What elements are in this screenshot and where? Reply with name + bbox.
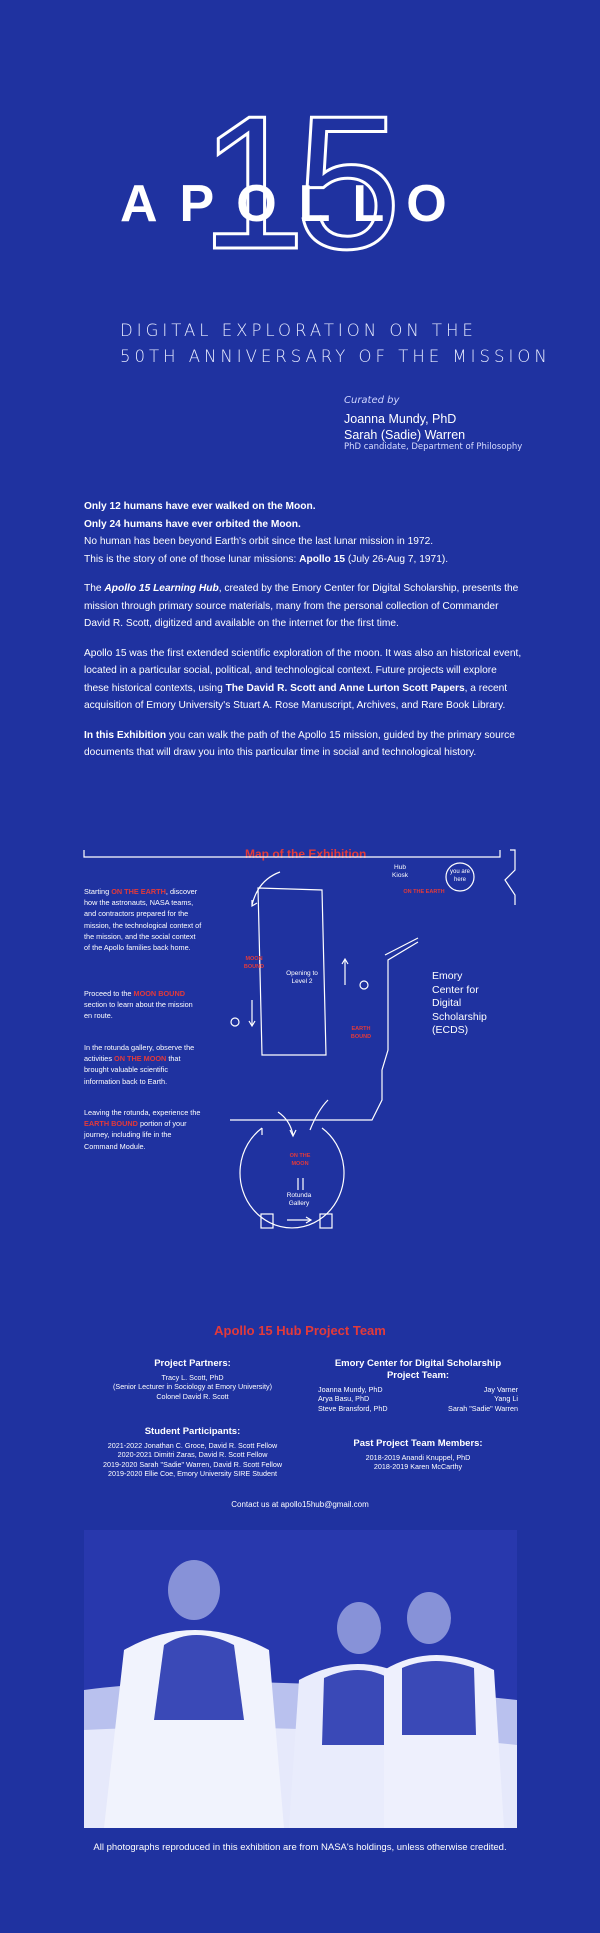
curator-credits: Curated by Joanna Mundy, PhD Sarah (Sadi… <box>344 395 522 452</box>
map-description: Proceed to the MOON BOUND section to lea… <box>84 989 193 1021</box>
intro-emphasis: Apollo 15 <box>299 553 346 565</box>
intro-line: (July 26-Aug 7, 1971). <box>345 553 449 565</box>
subtitle-line2: 50th Anniversary of the Mission <box>120 347 551 366</box>
hub-name: Apollo 15 Learning Hub <box>104 583 219 594</box>
exhibition-emphasis: In this Exhibition <box>84 729 167 741</box>
map-description: Starting ON THE EARTH, discover how the … <box>84 887 202 953</box>
rotunda-label: Rotunda Gallery <box>286 1192 312 1207</box>
subtitle-line1: Digital Exploration on the <box>120 321 477 340</box>
you-are-here-marker <box>445 862 475 892</box>
contact-line: Contact us at apollo15hub@gmail.com <box>231 1500 369 1509</box>
project-partners: Project Partners: Tracy L. Scott, PhD (S… <box>113 1358 272 1401</box>
intro-paragraph: Apollo 15 was the first extended scienti… <box>84 647 522 712</box>
intro-paragraph: The Apollo 15 Learning Hub, created by t… <box>84 583 519 629</box>
intro-line: This is the story of one of those lunar … <box>84 553 300 565</box>
hub-kiosk-label: Hub Kiosk <box>392 864 408 879</box>
student-participants: Student Participants: 2021-2022 Jonathan… <box>102 1426 283 1479</box>
map-description: In the rotunda gallery, observe the acti… <box>84 1043 195 1086</box>
map-description: Leaving the rotunda, experience the EART… <box>84 1108 201 1151</box>
intro-line: No human has been beyond Earth's orbit s… <box>84 536 434 547</box>
intro-paragraph: In this Exhibition you can walk the path… <box>84 729 515 759</box>
curator-affiliation: PhD candidate, Department of Philosophy <box>344 442 523 452</box>
past-team-members: Past Project Team Members: 2018-2019 Ana… <box>353 1438 483 1472</box>
top-wall <box>83 850 501 858</box>
logo-number: 15 <box>198 77 402 289</box>
on-the-earth-label: ON THE EARTH <box>403 889 445 895</box>
intro-text: Only 12 humans have ever walked on the M… <box>84 498 524 774</box>
you-are-here-label: you are here <box>449 869 470 883</box>
papers-name: The David R. Scott and Anne Lurton Scott… <box>225 682 465 694</box>
curator-name: Joanna Mundy, PhD <box>344 412 457 426</box>
astronauts-photo <box>84 1530 517 1828</box>
earth-bound-label: EARTH BOUND <box>350 1026 372 1040</box>
intro-line: Only 24 humans have ever orbited the Moo… <box>84 518 301 530</box>
photo-caption: All photographs reproduced in this exhib… <box>93 1842 507 1853</box>
moon-bound-label: MOON BOUND <box>243 956 265 970</box>
intro-line: Only 12 humans have ever walked on the M… <box>84 501 316 512</box>
on-the-moon-label: ON THE MOON <box>289 1153 311 1167</box>
team-title: Apollo 15 Hub Project Team <box>214 1323 386 1338</box>
curator-name: Sarah (Sadie) Warren <box>344 428 466 442</box>
central-tower <box>257 887 327 1056</box>
ecds-project-team: Emory Center for Digital Scholarship Pro… <box>318 1358 518 1413</box>
curated-by-label: Curated by <box>344 395 400 406</box>
rotunda-wall <box>239 1127 345 1229</box>
top-right-wall <box>504 849 516 905</box>
right-wall <box>230 941 419 1121</box>
logo-word: APOLLO <box>120 175 469 233</box>
subtitle: Digital Exploration on the 50th Annivers… <box>120 318 551 370</box>
ecds-label: Emory Center for Digital Scholarship (EC… <box>432 970 487 1036</box>
opening-label: Opening to Level 2 <box>286 970 318 985</box>
